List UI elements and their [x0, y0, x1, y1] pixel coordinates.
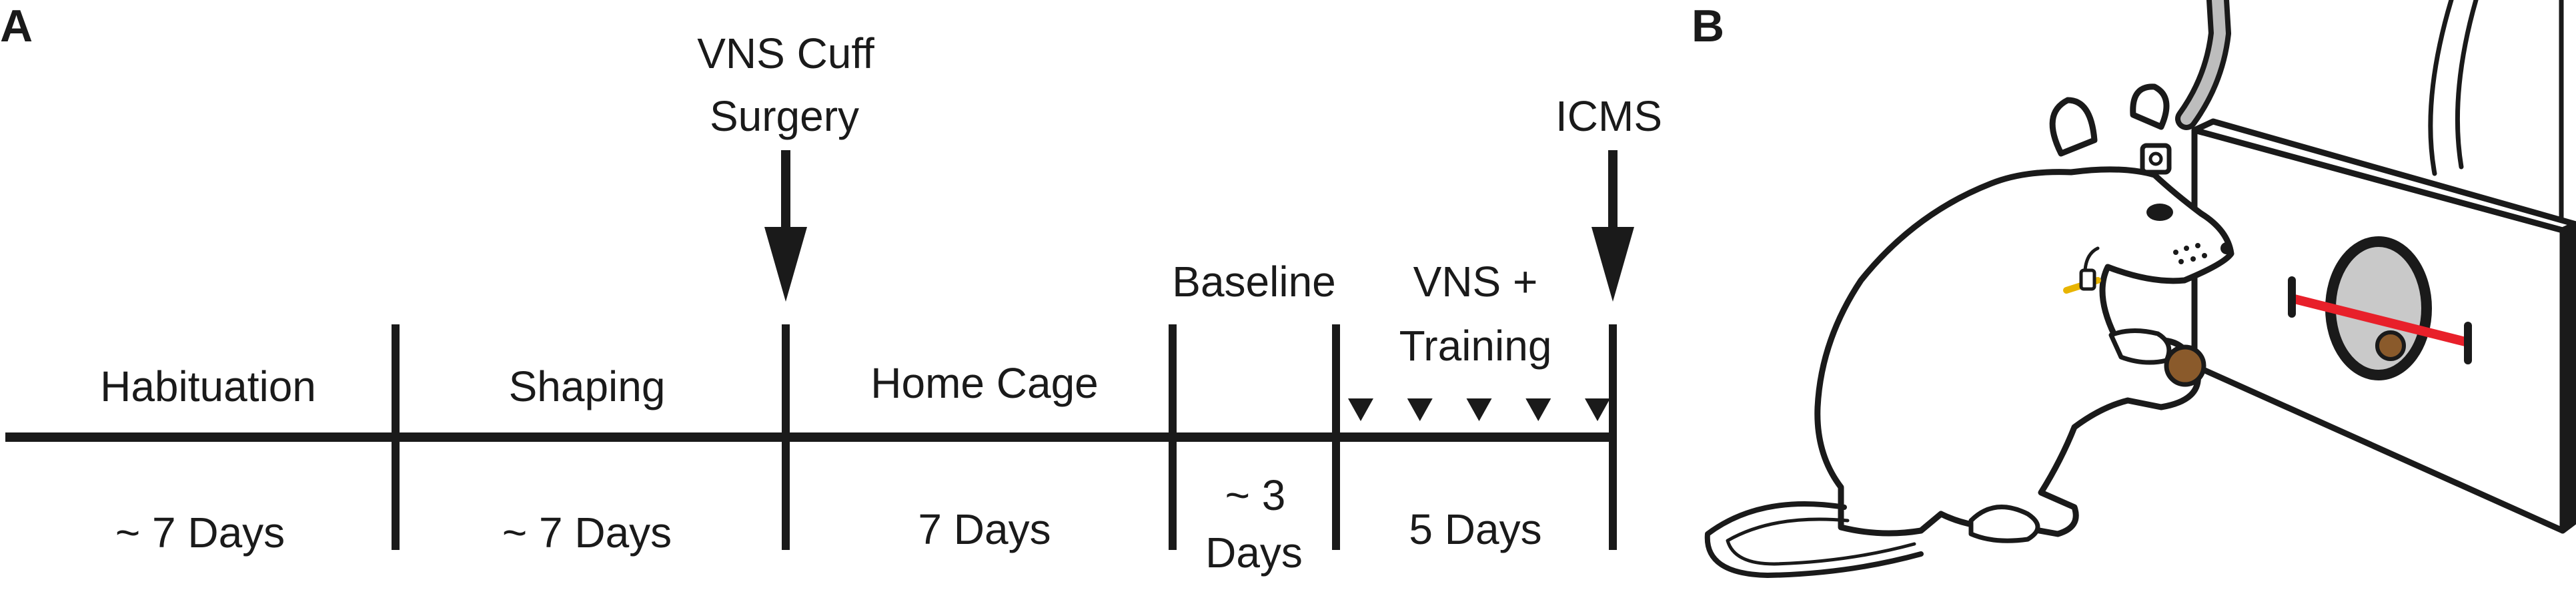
panel-label-a: A [0, 1, 33, 51]
triangle-down-icon [1585, 398, 1610, 421]
panel-b: B [1692, 0, 2576, 578]
panel-a: A Habituation Shaping Home Cage Baseline… [0, 1, 1662, 577]
lever-bar [2290, 294, 2470, 346]
triangle-down-icon [1348, 398, 1373, 421]
rat-front-paw [2108, 328, 2172, 365]
pellet-in-paw-icon [2164, 344, 2206, 387]
panel-label-b: B [1692, 1, 1724, 51]
duration-home-cage: 7 Days [918, 505, 1051, 553]
event-surgery-label-line-1: VNS Cuff [697, 29, 874, 77]
session-markers [1348, 398, 1610, 421]
event-surgery-label-line-2: Surgery [710, 92, 859, 140]
triangle-down-icon [1407, 398, 1433, 421]
vns-cuff-icon [2063, 246, 2101, 294]
rat-ear-front [2130, 83, 2170, 130]
down-arrow-icon [764, 150, 807, 302]
phase-names: Habituation Shaping Home Cage Baseline V… [100, 258, 1551, 410]
triangle-down-icon [1466, 398, 1492, 421]
phase-home-cage: Home Cage [870, 359, 1099, 407]
whisker-dots [2173, 243, 2207, 264]
phase-dividers [392, 324, 1617, 550]
rat-nose [2220, 242, 2232, 254]
down-arrow-icon [1591, 150, 1634, 302]
phase-durations: ~ 7 Days ~ 7 Days 7 Days ~ 3 Days 5 Days [115, 471, 1542, 577]
duration-vns-training: 5 Days [1409, 505, 1541, 553]
duration-baseline-line-1: ~ 3 [1225, 471, 1286, 519]
phase-habituation: Habituation [100, 362, 316, 410]
phase-baseline: Baseline [1172, 258, 1336, 306]
duration-shaping: ~ 7 Days [502, 509, 672, 557]
lever-panel [2191, 118, 2576, 534]
phase-vns-training-line-2: Training [1399, 322, 1552, 370]
rat-tail [1704, 501, 1924, 578]
duration-habituation: ~ 7 Days [115, 509, 285, 557]
pellet-icon [2375, 330, 2406, 361]
rat-ear-back [2049, 97, 2098, 157]
phase-vns-training-line-1: VNS + [1413, 258, 1538, 306]
rat-illustration [1704, 0, 2576, 578]
rat-hind-foot [1968, 505, 2040, 543]
rat-body [1814, 166, 2234, 537]
phase-shaping: Shaping [509, 362, 666, 410]
triangle-down-icon [1525, 398, 1551, 421]
rat-eye [2146, 204, 2173, 221]
event-icms-label: ICMS [1555, 92, 1662, 140]
cage-wall-icon [2428, 0, 2564, 243]
tether-cable [2175, 0, 2231, 130]
event-surgery: VNS Cuff Surgery [697, 29, 874, 302]
duration-baseline-line-2: Days [1205, 529, 1303, 577]
event-icms: ICMS [1555, 92, 1662, 302]
